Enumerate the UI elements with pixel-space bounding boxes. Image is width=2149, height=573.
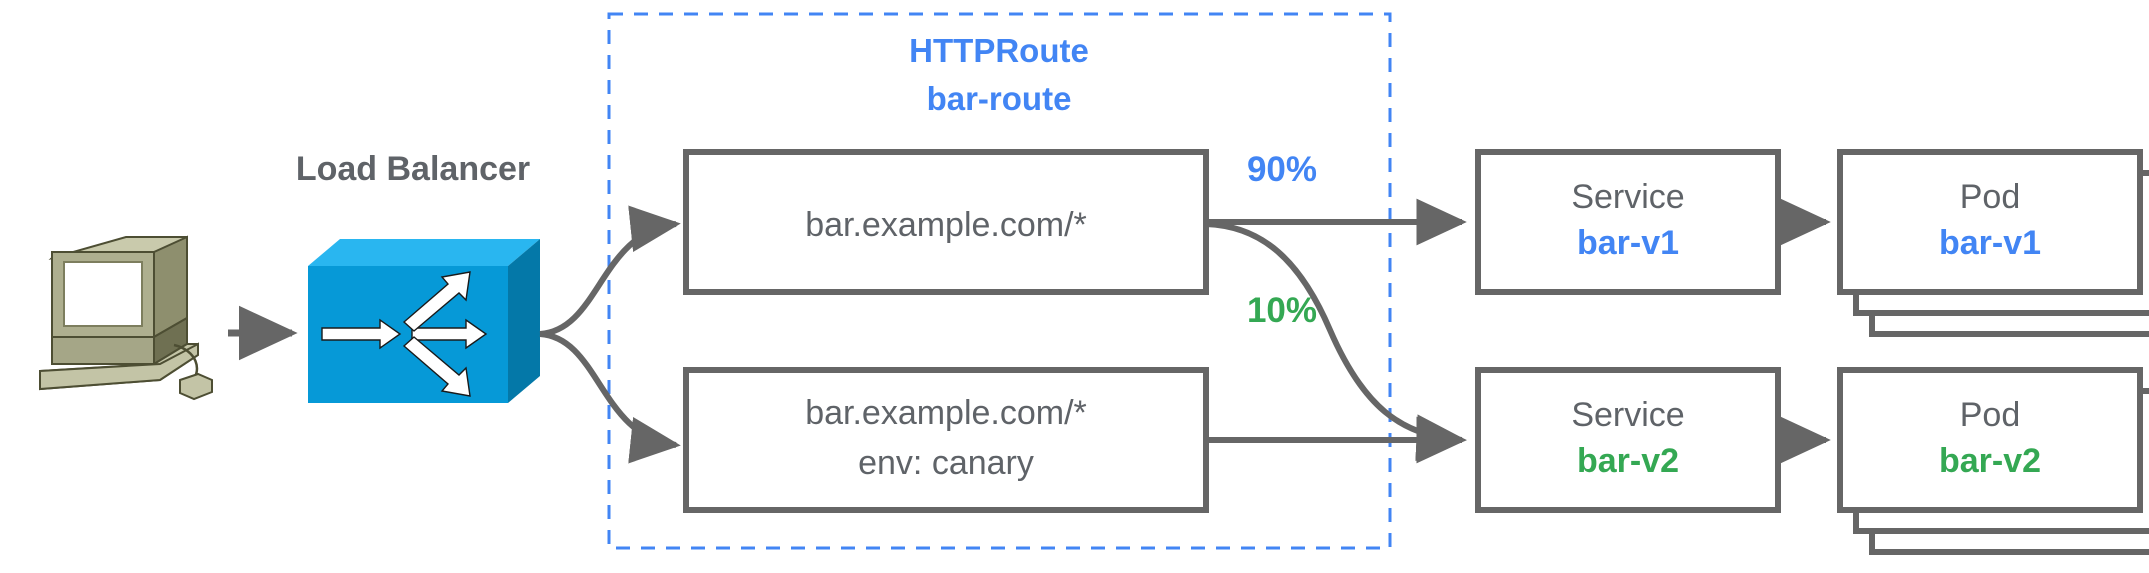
rule-2-line-1: bar.example.com/* xyxy=(805,394,1087,432)
weight-label-90: 90% xyxy=(1247,150,1317,189)
rule-1-line-1: bar.example.com/* xyxy=(805,206,1087,244)
service-box-bar-v1[interactable]: Service bar-v1 xyxy=(1475,149,1781,295)
arrow-lb-to-rule-2 xyxy=(539,331,681,464)
service-v2-kind-label: Service xyxy=(1571,396,1684,434)
rule-box-2[interactable]: bar.example.com/* env: canary xyxy=(683,367,1209,513)
desktop-computer-icon xyxy=(39,235,213,401)
pod-v1-stack-layer-1 xyxy=(1837,149,2143,295)
network-switch-icon xyxy=(308,239,540,403)
pod-v1-name-label: bar-v1 xyxy=(1939,224,2041,262)
pod-v2-stack-layer-1 xyxy=(1837,367,2143,513)
httproute-group-border xyxy=(607,12,1392,550)
weight-label-10: 10% xyxy=(1247,291,1317,330)
pod-stack-bar-v2[interactable]: Pod bar-v2 xyxy=(1837,367,2149,555)
httproute-kind-label: HTTPRoute xyxy=(909,32,1089,69)
rule-box-1[interactable]: bar.example.com/* xyxy=(683,149,1209,295)
service-v1-name-label: bar-v1 xyxy=(1577,224,1679,262)
pod-v2-kind-label: Pod xyxy=(1960,396,2021,434)
arrow-lb-to-rule-1 xyxy=(539,205,681,337)
arrow-rule-1-to-service-v2 xyxy=(1205,221,1467,462)
httproute-name-label: bar-route xyxy=(927,80,1072,117)
pod-v2-name-label: bar-v2 xyxy=(1939,442,2041,480)
service-box-bar-v2[interactable]: Service bar-v2 xyxy=(1475,367,1781,513)
pod-v1-kind-label: Pod xyxy=(1960,178,2021,216)
service-v1-kind-label: Service xyxy=(1571,178,1684,216)
service-v2-name-label: bar-v2 xyxy=(1577,442,1679,480)
rule-2-line-2: env: canary xyxy=(858,444,1034,482)
pod-stack-bar-v1[interactable]: Pod bar-v1 xyxy=(1837,149,2149,337)
load-balancer-label: Load Balancer xyxy=(296,150,530,188)
